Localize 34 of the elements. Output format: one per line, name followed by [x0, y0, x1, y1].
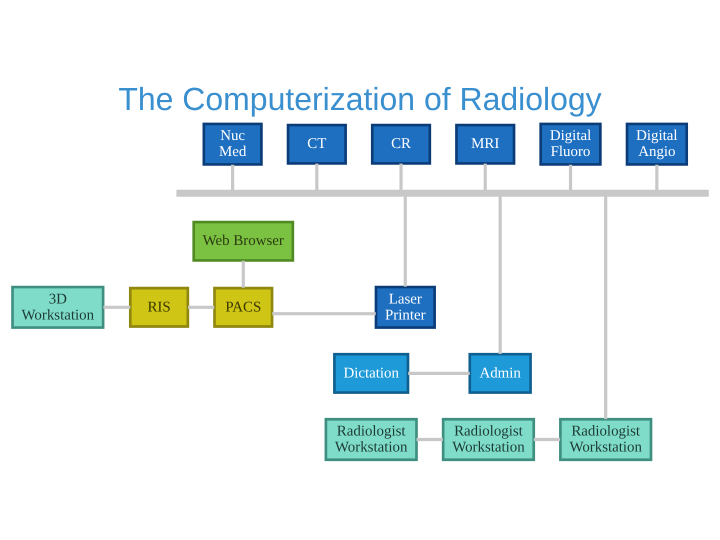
node-box: Digital Fluoro — [539, 122, 602, 166]
connector — [399, 164, 403, 191]
node-box: Web Browser — [192, 220, 294, 262]
connector — [242, 260, 245, 288]
node-box: CR — [370, 124, 432, 165]
node-box: Dictation — [333, 352, 410, 394]
connector — [498, 196, 502, 354]
connector — [604, 196, 608, 420]
node-box: CT — [286, 124, 347, 165]
node-box: Digital Angio — [626, 122, 688, 166]
node-box: Admin — [468, 352, 532, 394]
node-box: 3D Workstation — [11, 286, 104, 329]
diagram-title: The Computerization of Radiology — [118, 81, 602, 118]
connector — [404, 196, 407, 287]
connector — [315, 164, 318, 191]
node-box: RIS — [128, 286, 190, 328]
connector — [408, 372, 470, 375]
connector — [484, 164, 487, 191]
connector — [103, 306, 130, 309]
connector — [416, 438, 443, 442]
connector — [534, 438, 560, 442]
node-box: Radiologist Workstation — [559, 418, 652, 462]
node-box: Radiologist Workstation — [324, 418, 418, 462]
node-bar — [176, 190, 709, 197]
connector — [231, 164, 234, 191]
node-box: Laser Printer — [374, 286, 436, 329]
node-box: Nuc Med — [202, 122, 263, 166]
connector — [568, 164, 572, 191]
node-box: PACS — [213, 286, 274, 328]
node-box: MRI — [455, 124, 516, 165]
connector — [655, 164, 658, 191]
node-box: Radiologist Workstation — [442, 418, 536, 462]
connector — [272, 312, 376, 316]
connector — [188, 306, 214, 309]
